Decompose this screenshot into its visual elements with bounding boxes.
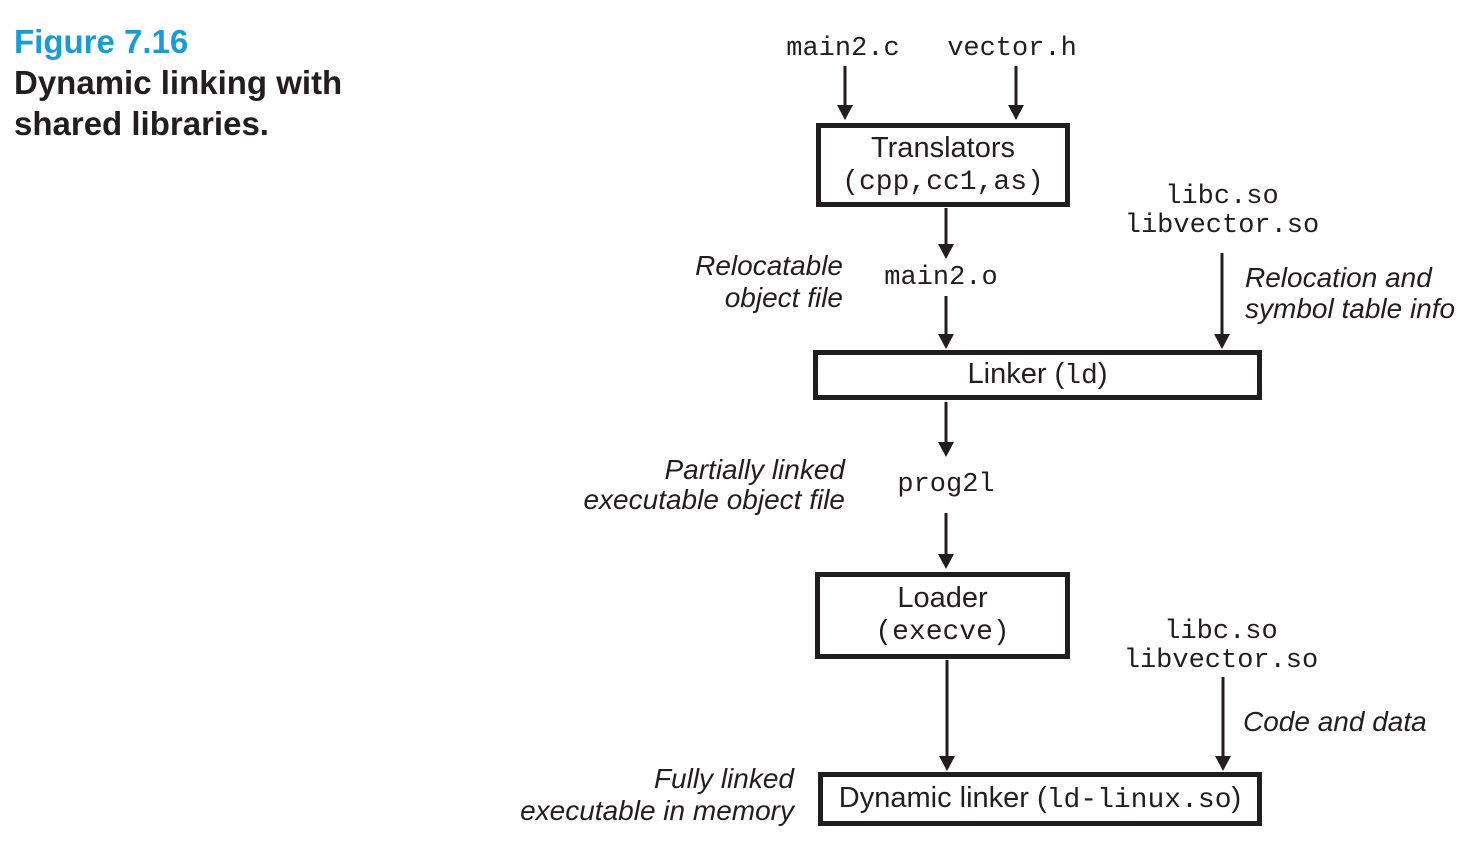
arrow-shaft xyxy=(944,296,948,336)
arrow-shaft xyxy=(945,660,949,758)
arrow-prog2l-to-loader xyxy=(938,513,954,569)
arrow-head xyxy=(1214,334,1230,349)
figure-caption-line2: shared libraries. xyxy=(14,105,269,142)
label-libvector-so-top: libvector.so xyxy=(1124,211,1320,241)
arrow-shaft xyxy=(944,513,948,556)
label-libvector-so-bottom: libvector.so xyxy=(1123,646,1319,676)
loader-subtitle: (execve) xyxy=(875,617,1010,648)
arrow-head xyxy=(938,334,954,349)
caption-line: executable in memory xyxy=(520,795,794,826)
linker-code: ld xyxy=(1064,360,1098,392)
label-main2-o: main2.o xyxy=(884,263,998,293)
box-dynamic-linker: Dynamic linker (ld-linux.so) xyxy=(818,772,1262,826)
caption-relocatable-object-file: Relocatable object file xyxy=(543,250,843,314)
box-loader: Loader (execve) xyxy=(815,572,1070,659)
arrow-main2c-to-translators xyxy=(837,66,853,120)
label-main2-c: main2.c xyxy=(786,34,900,64)
arrow-head xyxy=(1215,756,1231,771)
linker-title-close: ) xyxy=(1097,357,1108,390)
loader-title: Loader xyxy=(897,582,988,614)
caption-line: object file xyxy=(724,282,843,313)
box-translators: Translators (cpp,cc1,as) xyxy=(816,123,1070,207)
arrow-head xyxy=(938,554,954,569)
arrow-head xyxy=(939,756,955,771)
label-prog2l: prog2l xyxy=(897,470,995,500)
arrow-linker-to-prog2l xyxy=(938,402,954,457)
arrow-shaft xyxy=(944,208,948,246)
arrow-translators-to-main2o xyxy=(938,208,954,259)
arrow-shaft xyxy=(1014,66,1018,107)
arrow-loader-to-dynamic-linker xyxy=(939,660,955,771)
arrow-main2o-to-linker xyxy=(938,296,954,349)
label-libc-so-bottom: libc.so xyxy=(1164,617,1278,647)
arrow-shaft xyxy=(843,66,847,107)
figure-number: Figure 7.16 xyxy=(14,23,189,60)
caption-code-and-data: Code and data xyxy=(1243,706,1427,737)
figure-heading: Figure 7.16 Dynamic linking with shared … xyxy=(14,22,342,144)
caption-line: symbol table info xyxy=(1245,293,1456,324)
translators-subtitle: (cpp,cc1,as) xyxy=(842,166,1044,198)
arrow-shaft xyxy=(1220,253,1224,336)
linker-title: Linker (ld) xyxy=(968,359,1108,392)
arrow-shaft xyxy=(944,402,948,444)
arrow-libs-to-dynamic-linker xyxy=(1215,677,1231,771)
linker-title-text: Linker ( xyxy=(967,357,1065,390)
dynamic-linker-code: ld-linux.so xyxy=(1046,784,1232,816)
caption-fully-linked: Fully linked executable in memory xyxy=(494,763,794,827)
libs-top-group: libc.so libvector.so xyxy=(1072,183,1372,241)
caption-line: Relocatable xyxy=(695,250,843,281)
label-libc-so-top: libc.so xyxy=(1165,182,1279,212)
figure-caption-line1: Dynamic linking with xyxy=(14,64,343,101)
arrow-shaft xyxy=(1221,677,1225,758)
dynamic-linker-title: Dynamic linker (ld-linux.so) xyxy=(839,783,1241,816)
dynamic-linker-title-close: ) xyxy=(1231,781,1242,814)
box-linker: Linker (ld) xyxy=(813,350,1262,400)
arrow-head xyxy=(938,442,954,457)
arrow-libs-to-linker xyxy=(1214,253,1230,349)
caption-relocation-info: Relocation and symbol table info xyxy=(1245,262,1482,324)
label-vector-h: vector.h xyxy=(947,34,1077,64)
caption-partially-linked: Partially linked executable object file xyxy=(545,455,845,515)
dynamic-linker-title-text: Dynamic linker ( xyxy=(838,781,1047,814)
libs-bottom-group: libc.so libvector.so xyxy=(1071,618,1371,676)
translators-title: Translators xyxy=(871,131,1015,164)
arrow-head xyxy=(837,105,853,120)
caption-line: Relocation and xyxy=(1245,262,1432,293)
caption-line: executable object file xyxy=(583,484,845,515)
caption-line: Fully linked xyxy=(653,763,794,794)
arrow-vectorh-to-translators xyxy=(1008,66,1024,120)
arrow-head xyxy=(938,244,954,259)
arrow-head xyxy=(1008,105,1024,120)
caption-line: Partially linked xyxy=(664,454,845,485)
